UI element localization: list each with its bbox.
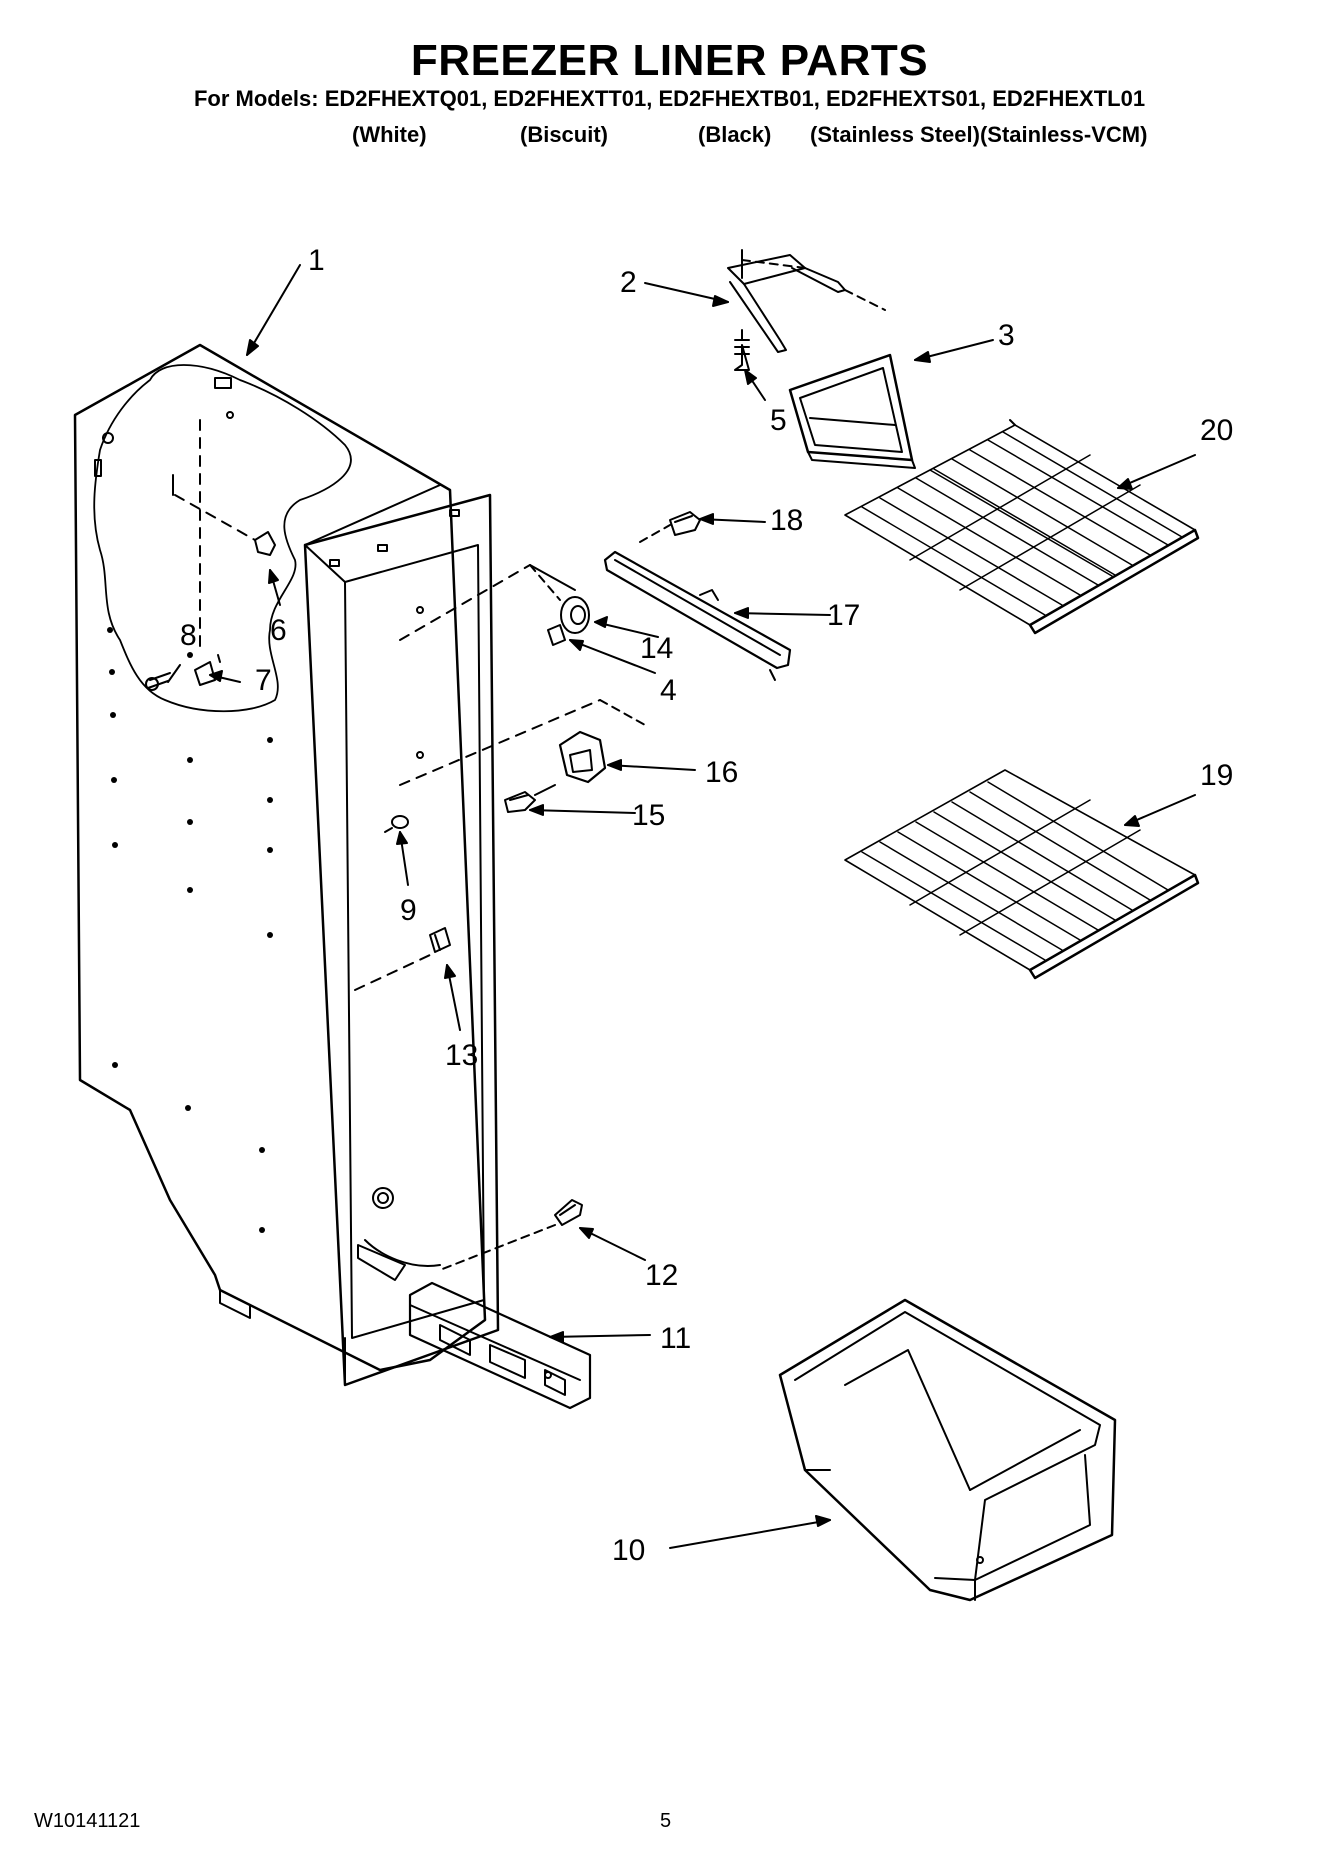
callout-numbers: 1 2 3 4 5 6 7 8 9 10 11 12 13 14 15 16 1… bbox=[180, 244, 1233, 1567]
callout-3: 3 bbox=[998, 319, 1015, 352]
finish-black: (Black) bbox=[698, 122, 772, 147]
callout-4: 4 bbox=[660, 674, 677, 707]
page-title: FREEZER LINER PARTS bbox=[410, 36, 929, 85]
callout-16: 16 bbox=[705, 756, 738, 789]
part-9-screw bbox=[384, 815, 409, 833]
callout-6: 6 bbox=[270, 614, 287, 647]
callout-8: 8 bbox=[180, 619, 197, 652]
part-20-wire-shelf bbox=[844, 419, 1200, 635]
leader-lines bbox=[167, 264, 1196, 1549]
callout-17: 17 bbox=[827, 599, 860, 632]
callout-5: 5 bbox=[770, 404, 787, 437]
part-10-bin bbox=[778, 1298, 1117, 1602]
part-17-shelf-rail bbox=[603, 524, 792, 681]
shelf-support-plate-top bbox=[529, 564, 576, 591]
callout-18: 18 bbox=[770, 504, 803, 537]
finish-white: (White) bbox=[352, 122, 427, 147]
part-2-bracket bbox=[727, 249, 886, 353]
finish-stainless: (Stainless Steel)(Stainless-VCM) bbox=[810, 122, 1148, 147]
model-list: For Models: ED2FHEXTQ01, ED2FHEXTT01, ED… bbox=[193, 86, 1146, 111]
part-11-light-housing bbox=[408, 1281, 592, 1410]
callout-9: 9 bbox=[400, 894, 417, 927]
callout-20: 20 bbox=[1200, 414, 1233, 447]
callout-12: 12 bbox=[645, 1259, 678, 1292]
callout-1: 1 bbox=[308, 244, 325, 277]
callout-13: 13 bbox=[445, 1039, 478, 1072]
finish-biscuit: (Biscuit) bbox=[520, 122, 608, 147]
freezer-liner bbox=[73, 343, 601, 1387]
part-15-screw bbox=[504, 784, 556, 813]
callout-15: 15 bbox=[632, 799, 665, 832]
callout-2: 2 bbox=[620, 266, 637, 299]
document-number: W10141121 bbox=[34, 1810, 141, 1832]
page-number: 5 bbox=[660, 1810, 672, 1832]
part-12-screw bbox=[439, 1199, 583, 1271]
callout-10: 10 bbox=[612, 1534, 645, 1567]
part-3-panel bbox=[788, 353, 916, 469]
part-5-screw bbox=[734, 329, 750, 371]
part-18-screw bbox=[669, 511, 701, 536]
part-16-shelf-support bbox=[558, 699, 646, 784]
part-14-bushing bbox=[547, 596, 590, 646]
dashed-guide-14 bbox=[529, 564, 561, 601]
callout-11: 11 bbox=[660, 1322, 691, 1355]
callout-19: 19 bbox=[1200, 759, 1233, 792]
part-19-wire-shelf bbox=[844, 769, 1200, 980]
callout-14: 14 bbox=[640, 632, 673, 665]
callout-7: 7 bbox=[255, 664, 272, 697]
